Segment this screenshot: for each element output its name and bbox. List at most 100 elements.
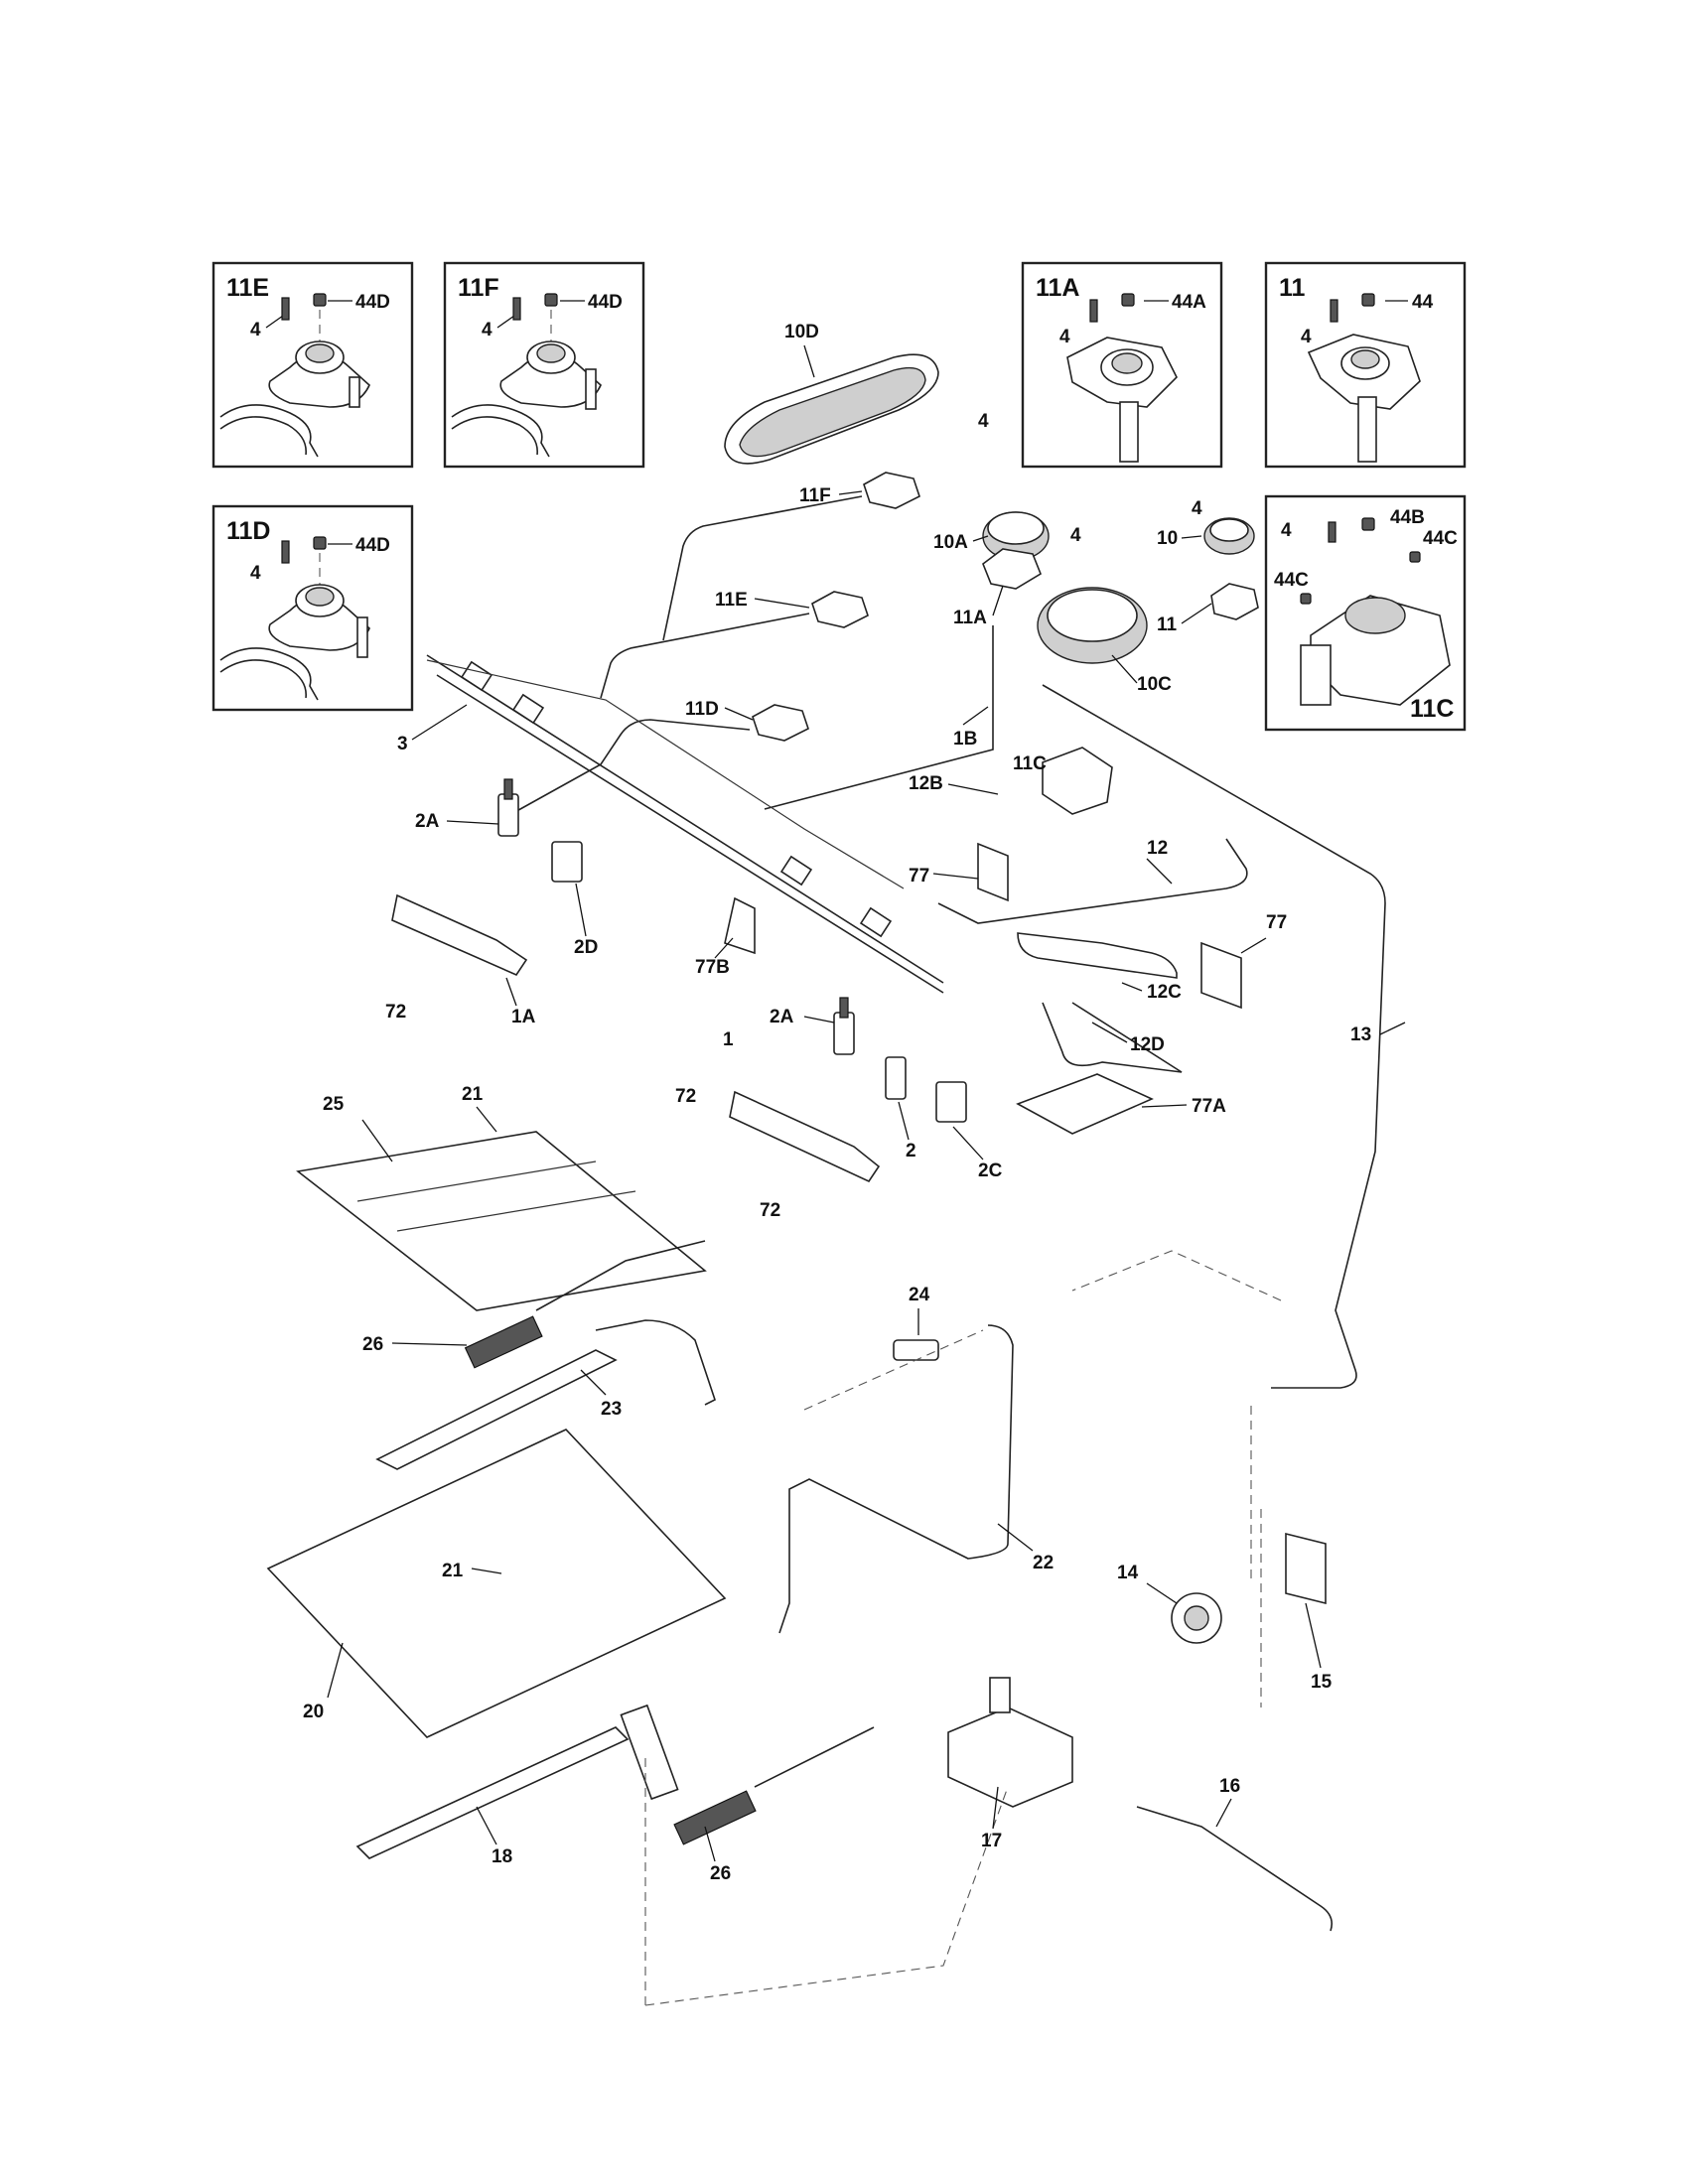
inset-11E-label-4: 4	[250, 320, 261, 341]
burner-head-11	[1210, 583, 1259, 620]
inset-11D-label-44D: 44D	[355, 535, 390, 556]
inset-11E-title: 11E	[226, 274, 269, 302]
callout-13: 13	[1350, 1024, 1371, 1045]
inset-11C-label-44C-b: 44C	[1274, 570, 1309, 591]
inset-11A-title: 11A	[1036, 274, 1079, 302]
callout-18: 18	[492, 1846, 512, 1867]
burner-10A	[982, 511, 1050, 561]
callout-21a: 21	[462, 1084, 484, 1105]
inset-11D-title: 11D	[226, 517, 270, 545]
callout-12C: 12C	[1147, 982, 1182, 1003]
switch-2C	[935, 1081, 967, 1123]
burner-head-11D	[752, 704, 809, 742]
bracket-1A	[391, 893, 528, 977]
inset-11C-label-4: 4	[1281, 520, 1292, 541]
callout-11: 11	[1157, 614, 1178, 635]
callout-72c: 72	[760, 1200, 780, 1221]
igniter-26-bottom	[673, 1726, 875, 1845]
callout-4b: 4	[1070, 525, 1081, 546]
callouts: 10D 11F 4 10A 11A 4 4 10 11 10C 11E 11D …	[303, 322, 1406, 1884]
callout-4c: 4	[1192, 498, 1202, 519]
tube-13	[1042, 684, 1386, 1389]
inset-11D: 11D 4 44D	[211, 504, 414, 712]
regulator-14	[1171, 1592, 1222, 1644]
bracket-77-top	[977, 842, 1009, 902]
callout-14: 14	[1117, 1563, 1139, 1583]
callout-25: 25	[323, 1094, 345, 1115]
tube-11E	[600, 613, 810, 699]
callout-77a: 77	[909, 866, 929, 887]
callout-1B: 1B	[953, 729, 977, 750]
callout-10D: 10D	[784, 322, 819, 342]
inset-11F-label-44D: 44D	[588, 292, 623, 313]
callout-20: 20	[303, 1702, 324, 1722]
callout-77b: 77	[1266, 912, 1287, 933]
burner-10	[1203, 517, 1255, 555]
burner-head-11F	[863, 472, 920, 509]
burner-18	[355, 1704, 679, 1859]
floor-panel-20	[266, 1429, 727, 1738]
inset-11D-label-4: 4	[250, 563, 261, 584]
callout-12: 12	[1147, 838, 1168, 859]
burner-10C	[1037, 587, 1148, 664]
inset-11: 11 4 44	[1264, 261, 1467, 469]
inset-11A-label-4: 4	[1059, 327, 1070, 347]
pipe-22	[778, 1324, 1014, 1634]
inset-11C-title: 11C	[1410, 695, 1454, 723]
callout-12B: 12B	[909, 773, 943, 794]
valve-2	[885, 1056, 907, 1100]
callout-10C: 10C	[1137, 674, 1172, 695]
bracket-77A	[1016, 1073, 1154, 1135]
valve-2A-mid	[833, 997, 855, 1055]
tube-11D	[510, 719, 751, 815]
callout-11E: 11E	[715, 590, 748, 611]
callout-11A: 11A	[953, 608, 987, 628]
callout-12D: 12D	[1130, 1034, 1165, 1055]
callout-2D: 2D	[574, 937, 598, 958]
tube-12	[937, 838, 1248, 924]
callout-77B: 77B	[695, 957, 730, 978]
callout-26b: 26	[710, 1863, 731, 1884]
inset-11-title: 11	[1279, 274, 1306, 302]
callout-26a: 26	[362, 1334, 383, 1355]
callout-77A: 77A	[1192, 1096, 1226, 1117]
inset-11C-label-44C-a: 44C	[1423, 528, 1458, 549]
valve-11C	[1042, 747, 1113, 815]
callout-11F: 11F	[799, 485, 831, 506]
callout-2: 2	[906, 1141, 916, 1161]
inset-11-label-44: 44	[1412, 292, 1434, 313]
callout-10: 10	[1157, 528, 1178, 549]
inset-11A-label-44A: 44A	[1172, 292, 1206, 313]
callout-24: 24	[909, 1285, 930, 1305]
inset-11F: 11F 4 44D	[443, 261, 645, 469]
callout-4a: 4	[978, 411, 989, 432]
inset-11E-label-44D: 44D	[355, 292, 390, 313]
callout-72a: 72	[385, 1002, 406, 1023]
tube-12C	[1017, 932, 1178, 979]
callout-1A: 1A	[511, 1007, 536, 1027]
switch-2D	[551, 841, 583, 883]
callout-21b: 21	[442, 1561, 464, 1581]
callout-3: 3	[397, 734, 408, 754]
wire-harness-3	[426, 659, 905, 889]
manifold-pipe	[426, 654, 944, 994]
inset-11F-title: 11F	[458, 274, 499, 302]
tube-1B	[764, 625, 994, 810]
callout-2A-top: 2A	[415, 811, 440, 832]
callout-11D: 11D	[685, 699, 719, 720]
inset-11A: 11A 4 44A	[1021, 261, 1223, 469]
bracket-77-right	[1200, 941, 1242, 1010]
inset-11E: 11E 4 44D	[211, 261, 414, 469]
valve-17	[947, 1677, 1073, 1808]
orifice-24	[893, 1339, 939, 1361]
inset-11C: 11C 4 44B 44C 44C	[1264, 494, 1467, 732]
inset-11F-label-4: 4	[482, 320, 492, 341]
bracket-77B	[724, 896, 756, 955]
inset-11-label-4: 4	[1301, 327, 1312, 347]
callout-15: 15	[1311, 1672, 1333, 1693]
inset-11C-label-44B: 44B	[1390, 507, 1425, 528]
igniter-26-top	[464, 1240, 706, 1369]
callout-2C: 2C	[978, 1160, 1003, 1181]
callout-17: 17	[981, 1831, 1002, 1851]
